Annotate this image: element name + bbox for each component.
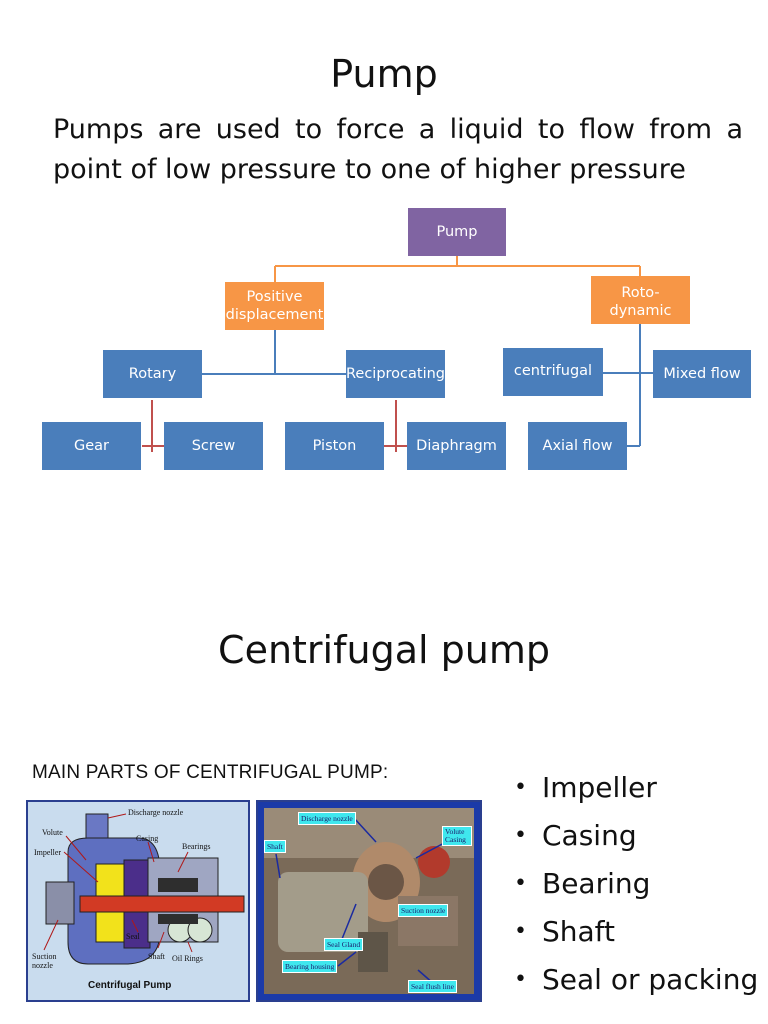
pump-classification-connectors bbox=[142, 256, 653, 452]
node-centrifugal: centrifugal bbox=[503, 348, 603, 396]
tag-suction-nozzle: Suction nozzle bbox=[398, 904, 449, 917]
bullet-dot: • bbox=[514, 775, 527, 800]
bullet-text: Bearing bbox=[542, 867, 651, 900]
bullet-dot: • bbox=[514, 871, 527, 896]
bullet-text: Seal or packing bbox=[542, 963, 759, 996]
tag-seal-gland: Seal Gland bbox=[324, 938, 364, 951]
node-roto-dynamic: Roto-dynamic bbox=[591, 276, 690, 324]
tag-volute-casing: Volute Casing bbox=[442, 826, 472, 846]
node-piston: Piston bbox=[285, 422, 384, 470]
slide-title-centrifugal-pump: Centrifugal pump bbox=[218, 628, 550, 672]
node-diaphragm: Diaphragm bbox=[407, 422, 506, 470]
bullet-item: • Seal or packing bbox=[514, 960, 758, 1008]
node-reciprocating: Reciprocating bbox=[346, 350, 445, 398]
node-positive-displacement: Positive displacement bbox=[225, 282, 324, 330]
bullet-dot: • bbox=[514, 919, 527, 944]
tag-discharge-nozzle: Discharge nozzle bbox=[298, 812, 356, 825]
bullet-item: • Shaft bbox=[514, 912, 758, 960]
node-mixed-flow: Mixed flow bbox=[653, 350, 751, 398]
parts-bullet-list: • Impeller • Casing • Bearing • Shaft • Seal … bbox=[514, 768, 758, 1008]
node-pump: Pump bbox=[408, 208, 506, 256]
bullet-text: Shaft bbox=[542, 915, 616, 948]
centrifugal-pump-diagram: Discharge nozzle Volute Casing Impeller … bbox=[26, 800, 250, 1002]
bullet-dot: • bbox=[514, 823, 527, 848]
bullet-dot: • bbox=[514, 967, 527, 992]
label-suction-nozzle: Suction nozzle bbox=[32, 952, 57, 970]
bullet-text: Casing bbox=[542, 819, 637, 852]
label-discharge-nozzle: Discharge nozzle bbox=[128, 808, 184, 817]
tag-shaft: Shaft bbox=[264, 840, 286, 853]
diagram-caption: Centrifugal Pump bbox=[88, 980, 172, 991]
label-oil-rings: Oil Rings bbox=[172, 954, 203, 963]
bullet-item: • Bearing bbox=[514, 864, 758, 912]
label-seal: Seal bbox=[126, 932, 140, 941]
main-parts-heading: MAIN PARTS OF CENTRIFUGAL PUMP: bbox=[32, 762, 389, 783]
slide-title-pump: Pump bbox=[330, 52, 438, 96]
tag-seal-flush-line: Seal flush line bbox=[408, 980, 457, 993]
node-axial-flow: Axial flow bbox=[528, 422, 627, 470]
pump-cutaway-drawing bbox=[43, 813, 245, 965]
node-screw: Screw bbox=[164, 422, 263, 470]
label-impeller: Impeller bbox=[34, 848, 62, 857]
label-shaft: Shaft bbox=[148, 952, 165, 961]
bullet-item: • Impeller bbox=[514, 768, 758, 816]
label-casing: Casing bbox=[136, 834, 159, 843]
label-bearings: Bearings bbox=[182, 842, 211, 851]
node-rotary: Rotary bbox=[103, 350, 202, 398]
centrifugal-pump-photo: Discharge nozzle Volute Casing Shaft Suc… bbox=[256, 800, 482, 1002]
bullet-item: • Casing bbox=[514, 816, 758, 864]
node-gear: Gear bbox=[42, 422, 141, 470]
label-volute: Volute bbox=[42, 828, 63, 837]
bullet-text: Impeller bbox=[542, 771, 657, 804]
tag-bearing-housing: Bearing housing bbox=[282, 960, 338, 973]
pump-definition-text: Pumps are used to force a liquid to flow… bbox=[53, 114, 743, 185]
